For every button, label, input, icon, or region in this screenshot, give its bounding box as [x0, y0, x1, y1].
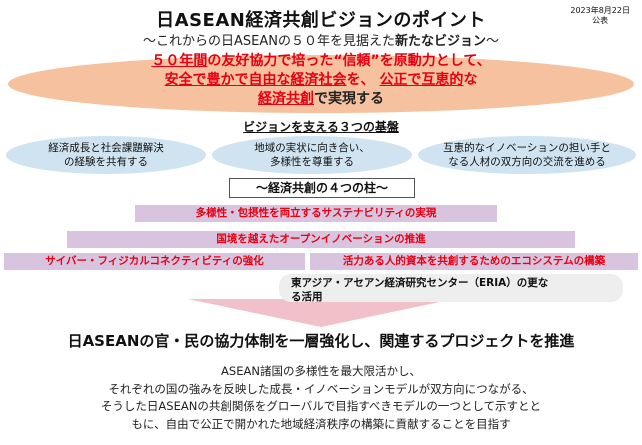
foundation-2-line-2: 多様性を尊重する: [270, 156, 354, 168]
body-line-3: そうした日ASEANの共創関係をグローバルで目指すべきモデルの一つとして示すとと: [100, 399, 542, 413]
line1-trust: “信頼”: [333, 53, 380, 69]
subtitle-suffix: ～: [485, 34, 499, 49]
foundation-pill-3: 互恵的なイノベーションの担い手となる人材の双方向の交流を進める: [418, 136, 636, 174]
foundation-1-line-2: の経験を共有する: [64, 156, 148, 168]
eria-line-2: る活用: [291, 291, 323, 303]
eria-box: [279, 274, 623, 302]
subtitle-prefix: ～これからの日ASEANの５０年を見据えた: [142, 34, 395, 49]
line3-cocreation: 経済共創: [258, 91, 314, 107]
body-line-2: それぞれの国の強みを反映した成長・イノベーションモデルが双方向につながる、: [108, 381, 534, 396]
body-line-1: ASEAN諸国の多様性を最大限活かし、: [221, 364, 421, 378]
line2-fair: 公正で互恵的: [379, 72, 464, 88]
line3-realize: で実現する: [314, 91, 384, 107]
pillar-bar-human-capital: 活力ある人的資本を共創するためのエコシステムの構築: [310, 253, 638, 270]
foundation-1-line-1: 経済成長と社会課題解決: [48, 142, 164, 154]
pillar-bar-open-innovation: 国境を越えたオープンイノベーションの推進: [67, 231, 575, 248]
eria-text: 東アジア・アセアン経済研究センター（ERIA）の更な る活用: [291, 276, 623, 304]
pillars-title: ～経済共創の４つの柱～: [229, 178, 415, 198]
main-message-ellipse: [8, 55, 634, 113]
line1-fifty-years: ５０年間: [151, 53, 208, 69]
line2-society: 安全で豊かで自由な経済社会: [164, 72, 347, 88]
main-message: ５０年間の友好協力で培った“信頼”を原動力として、 安全で豊かで自由な経済社会を…: [0, 52, 642, 109]
down-arrow-icon: [188, 299, 454, 327]
line2-na: な: [463, 72, 478, 88]
date-text: 2023年8月22日: [570, 6, 630, 15]
foundation-3-line-2: なる人材の双方向の交流を進める: [448, 156, 606, 168]
publish-date: 2023年8月22日 公表: [570, 6, 630, 26]
pillar-bar-sustainability: 多様性・包摂性を両立するサステナビリティの実現: [135, 205, 497, 222]
body-line-4: もに、自由で公正で開かれた地域経済秩序の構築に貢献することを目指す: [131, 416, 511, 431]
line1-text: の友好協力で培った: [207, 53, 334, 69]
body-paragraph: ASEAN諸国の多様性を最大限活かし、 それぞれの国の強みを反映した成長・イノベ…: [0, 363, 642, 433]
eria-line-1: 東アジア・アセアン経済研究センター（ERIA）の更な: [291, 277, 549, 289]
status-text: 公表: [592, 16, 609, 25]
main-message-line-3: 経済共創で実現する: [0, 90, 642, 109]
main-message-line-2: 安全で豊かで自由な経済社会を、 公正で互恵的な: [0, 71, 642, 90]
foundation-3-line-1: 互恵的なイノベーションの担い手と: [443, 142, 611, 154]
line1-driving-force: を原動力として、: [379, 53, 491, 69]
pillar-bar-connectivity: サイバー・フィジカルコネクティビティの強化: [4, 253, 305, 270]
conclusion-heading: 日ASEANの官・民の協力体制を一層強化し、関連するプロジェクトを推進: [67, 332, 575, 350]
foundations-title: ビジョンを支える３つの基盤: [243, 120, 399, 134]
subtitle-bold: 新たなビジョン: [394, 34, 486, 49]
line2-particle: を、: [346, 72, 375, 88]
foundation-2-line-1: 地域の実状に向き合い、: [254, 142, 370, 154]
subtitle: ～これからの日ASEANの５０年を見据えた新たなビジョン～: [0, 30, 642, 49]
main-message-line-1: ５０年間の友好協力で培った“信頼”を原動力として、: [0, 52, 642, 71]
foundation-pill-2: 地域の実状に向き合い、多様性を尊重する: [212, 136, 412, 174]
page-title: 日ASEAN経済共創ビジョンのポイント: [156, 10, 486, 31]
foundation-pill-1: 経済成長と社会課題解決の経験を共有する: [6, 136, 206, 174]
